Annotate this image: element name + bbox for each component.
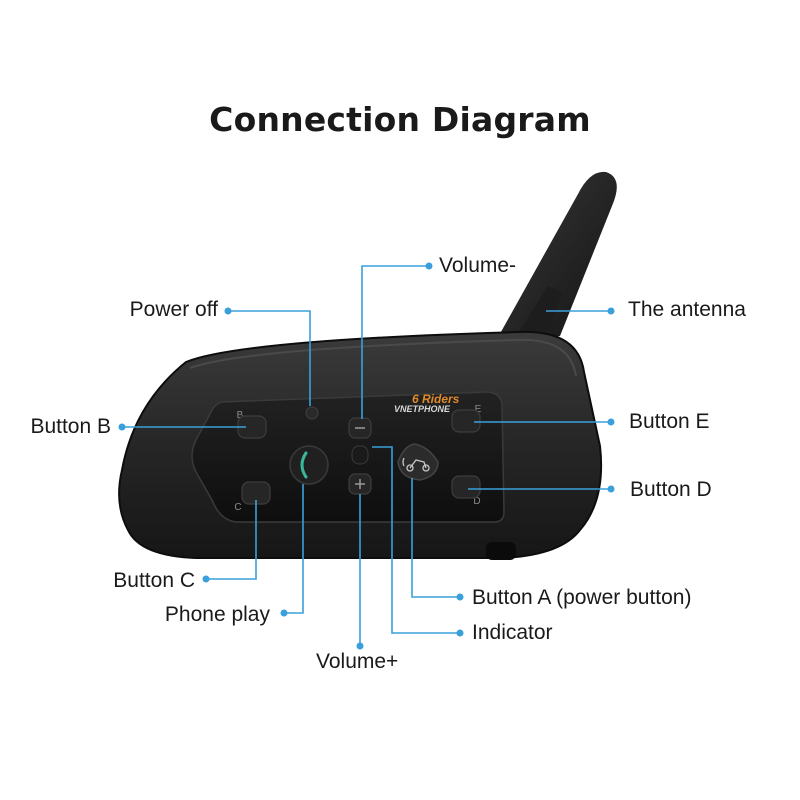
diagram-title: Connection Diagram xyxy=(209,100,591,139)
phone-icon xyxy=(300,451,308,479)
label-button-a: Button A (power button) xyxy=(472,586,692,609)
leader-dots xyxy=(118,262,615,650)
leader-button-a xyxy=(411,478,458,598)
label-button-d: Button D xyxy=(630,478,712,501)
button-d[interactable] xyxy=(451,475,481,499)
label-button-c: Button C xyxy=(113,569,195,592)
brand-bottom: VNETPHONE xyxy=(394,404,451,414)
phone-play-button[interactable] xyxy=(289,445,329,485)
leader-power-off xyxy=(228,310,311,406)
button-letter-d: D xyxy=(473,496,480,507)
label-antenna: The antenna xyxy=(628,298,746,321)
button-letter-e: E xyxy=(475,404,482,415)
label-volume-plus: Volume+ xyxy=(316,650,399,673)
power-off-button[interactable] xyxy=(305,406,319,420)
label-volume-minus: Volume- xyxy=(439,254,517,277)
indicator-led xyxy=(351,445,369,465)
leader-lines xyxy=(122,265,611,646)
antenna xyxy=(492,171,617,348)
button-letter-c: C xyxy=(234,502,241,513)
plus-icon xyxy=(355,479,365,489)
label-phone-play: Phone play xyxy=(164,603,270,626)
leader-button-c xyxy=(206,500,257,580)
leader-indicator xyxy=(372,446,458,634)
label-indicator: Indicator xyxy=(472,621,553,644)
label-power-off: Power off xyxy=(129,298,218,321)
brand-top: 6 Riders xyxy=(412,392,460,406)
charging-port xyxy=(486,542,516,560)
button-letter-b: B xyxy=(237,410,244,421)
leader-volume-minus xyxy=(361,265,426,419)
label-button-e: Button E xyxy=(629,410,710,433)
button-e[interactable] xyxy=(451,409,481,433)
label-button-b: Button B xyxy=(30,415,111,438)
leader-phone-play xyxy=(284,484,304,614)
motorcycle-icon xyxy=(402,457,430,472)
